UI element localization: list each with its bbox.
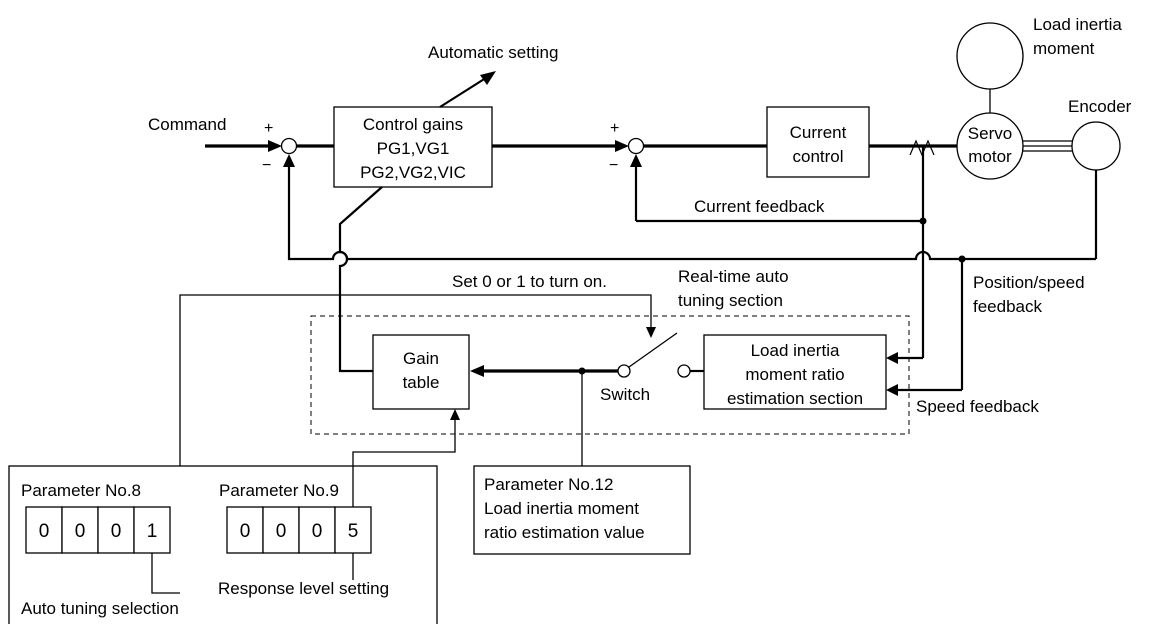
param9-digit-box-1[interactable] [226, 506, 264, 554]
param12-box [473, 465, 691, 555]
current-control-block [766, 106, 870, 178]
param8-digit-1: 0 [39, 521, 50, 542]
gain-table-input-arrow [470, 365, 484, 377]
estimation-line2: moment ratio [745, 365, 844, 384]
switch-left-contact [617, 364, 631, 378]
automatic-setting-line [439, 75, 490, 108]
gain-table-level-arrow [450, 409, 460, 420]
command-arrow [268, 140, 282, 152]
switch-control-arrow [646, 327, 656, 338]
control-gains-line3: PG2,VG2,VIC [360, 163, 466, 182]
current-control-line2: control [792, 147, 843, 166]
summing-junction-2 [627, 137, 645, 155]
param9-digit-box-2[interactable] [262, 506, 300, 554]
current-feedback-arrow [630, 154, 642, 167]
param12-line3: ratio estimation value [484, 523, 645, 542]
auto-tuning-leader [151, 553, 180, 594]
servo-motor [956, 112, 1024, 180]
param8-control-line [179, 294, 652, 601]
auto-tuning-selection-label: Auto tuning selection [21, 599, 179, 618]
current-control-line1: Current [790, 123, 847, 142]
param8-digit-2: 0 [75, 521, 86, 542]
realtime-section-label-line1: Real-time auto [678, 267, 789, 286]
gain-table-line2: table [403, 373, 440, 392]
control-gains-title: Control gains [363, 115, 463, 134]
param9-digit-3: 0 [312, 521, 323, 542]
param9-control-line [352, 418, 456, 507]
sum2-minus-sign: − [609, 157, 618, 174]
encoder-label: Encoder [1068, 97, 1132, 116]
estimation-section-block [703, 334, 887, 410]
realtime-section-label-line2: tuning section [678, 291, 783, 310]
param9-digit-2: 0 [276, 521, 287, 542]
gain-table-block [372, 334, 470, 410]
param9-digit-4: 5 [348, 521, 359, 542]
response-level-label: Response level setting [218, 579, 389, 598]
estimation-line3: estimation section [727, 389, 863, 408]
estimation-line1: Load inertia [751, 341, 840, 360]
control-gains-line2: PG1,VG1 [377, 139, 450, 158]
sum2-plus-sign: + [610, 120, 619, 137]
current-feedback-label: Current feedback [694, 197, 825, 216]
param8-digit-box-1[interactable] [25, 506, 63, 554]
param12-line2: Load inertia moment [484, 499, 639, 518]
command-label: Command [148, 115, 226, 134]
position-speed-label-line1: Position/speed [973, 273, 1085, 292]
estimation-current-arrow [886, 352, 898, 364]
sum1-plus-sign: + [264, 120, 273, 137]
param8-digit-box-3[interactable] [97, 506, 135, 554]
param8-label: Parameter No.8 [21, 481, 141, 500]
speed-feedback-arrow [886, 384, 898, 396]
encoder [1071, 121, 1121, 171]
param9-digit-1: 0 [240, 521, 251, 542]
gain-table-output-line [338, 186, 383, 373]
param8-digit-box-4[interactable] [133, 506, 171, 554]
switch-right-contact [677, 364, 691, 378]
param8-digit-3: 0 [111, 521, 122, 542]
param8-digit-4: 1 [147, 521, 158, 542]
load-inertia [956, 22, 1024, 90]
param12-line1: Parameter No.12 [484, 475, 613, 494]
switch-label: Switch [600, 385, 650, 404]
sum2-input-arrow [615, 140, 629, 152]
servo-motor-line1: Servo [968, 124, 1012, 143]
position-speed-label-line2: feedback [973, 297, 1042, 316]
sum1-minus-sign: − [262, 157, 271, 174]
control-gains-block [333, 106, 493, 188]
summing-junction-1 [280, 137, 298, 155]
gain-table-line1: Gain [403, 349, 439, 368]
automatic-setting-label: Automatic setting [428, 43, 558, 62]
param9-label: Parameter No.9 [219, 481, 339, 500]
set-hint-label: Set 0 or 1 to turn on. [452, 272, 607, 291]
switch-blade [628, 332, 678, 368]
load-inertia-label-line1: Load inertia [1033, 15, 1122, 34]
speed-feedback-label: Speed feedback [916, 397, 1039, 416]
automatic-setting-arrow [480, 71, 496, 85]
servo-motor-line2: motor [968, 147, 1012, 166]
position-feedback-arrow [283, 154, 295, 167]
realtime-tuning-section [310, 315, 910, 435]
load-inertia-label-line2: moment [1033, 39, 1095, 58]
param9-digit-box-4[interactable] [334, 506, 372, 554]
